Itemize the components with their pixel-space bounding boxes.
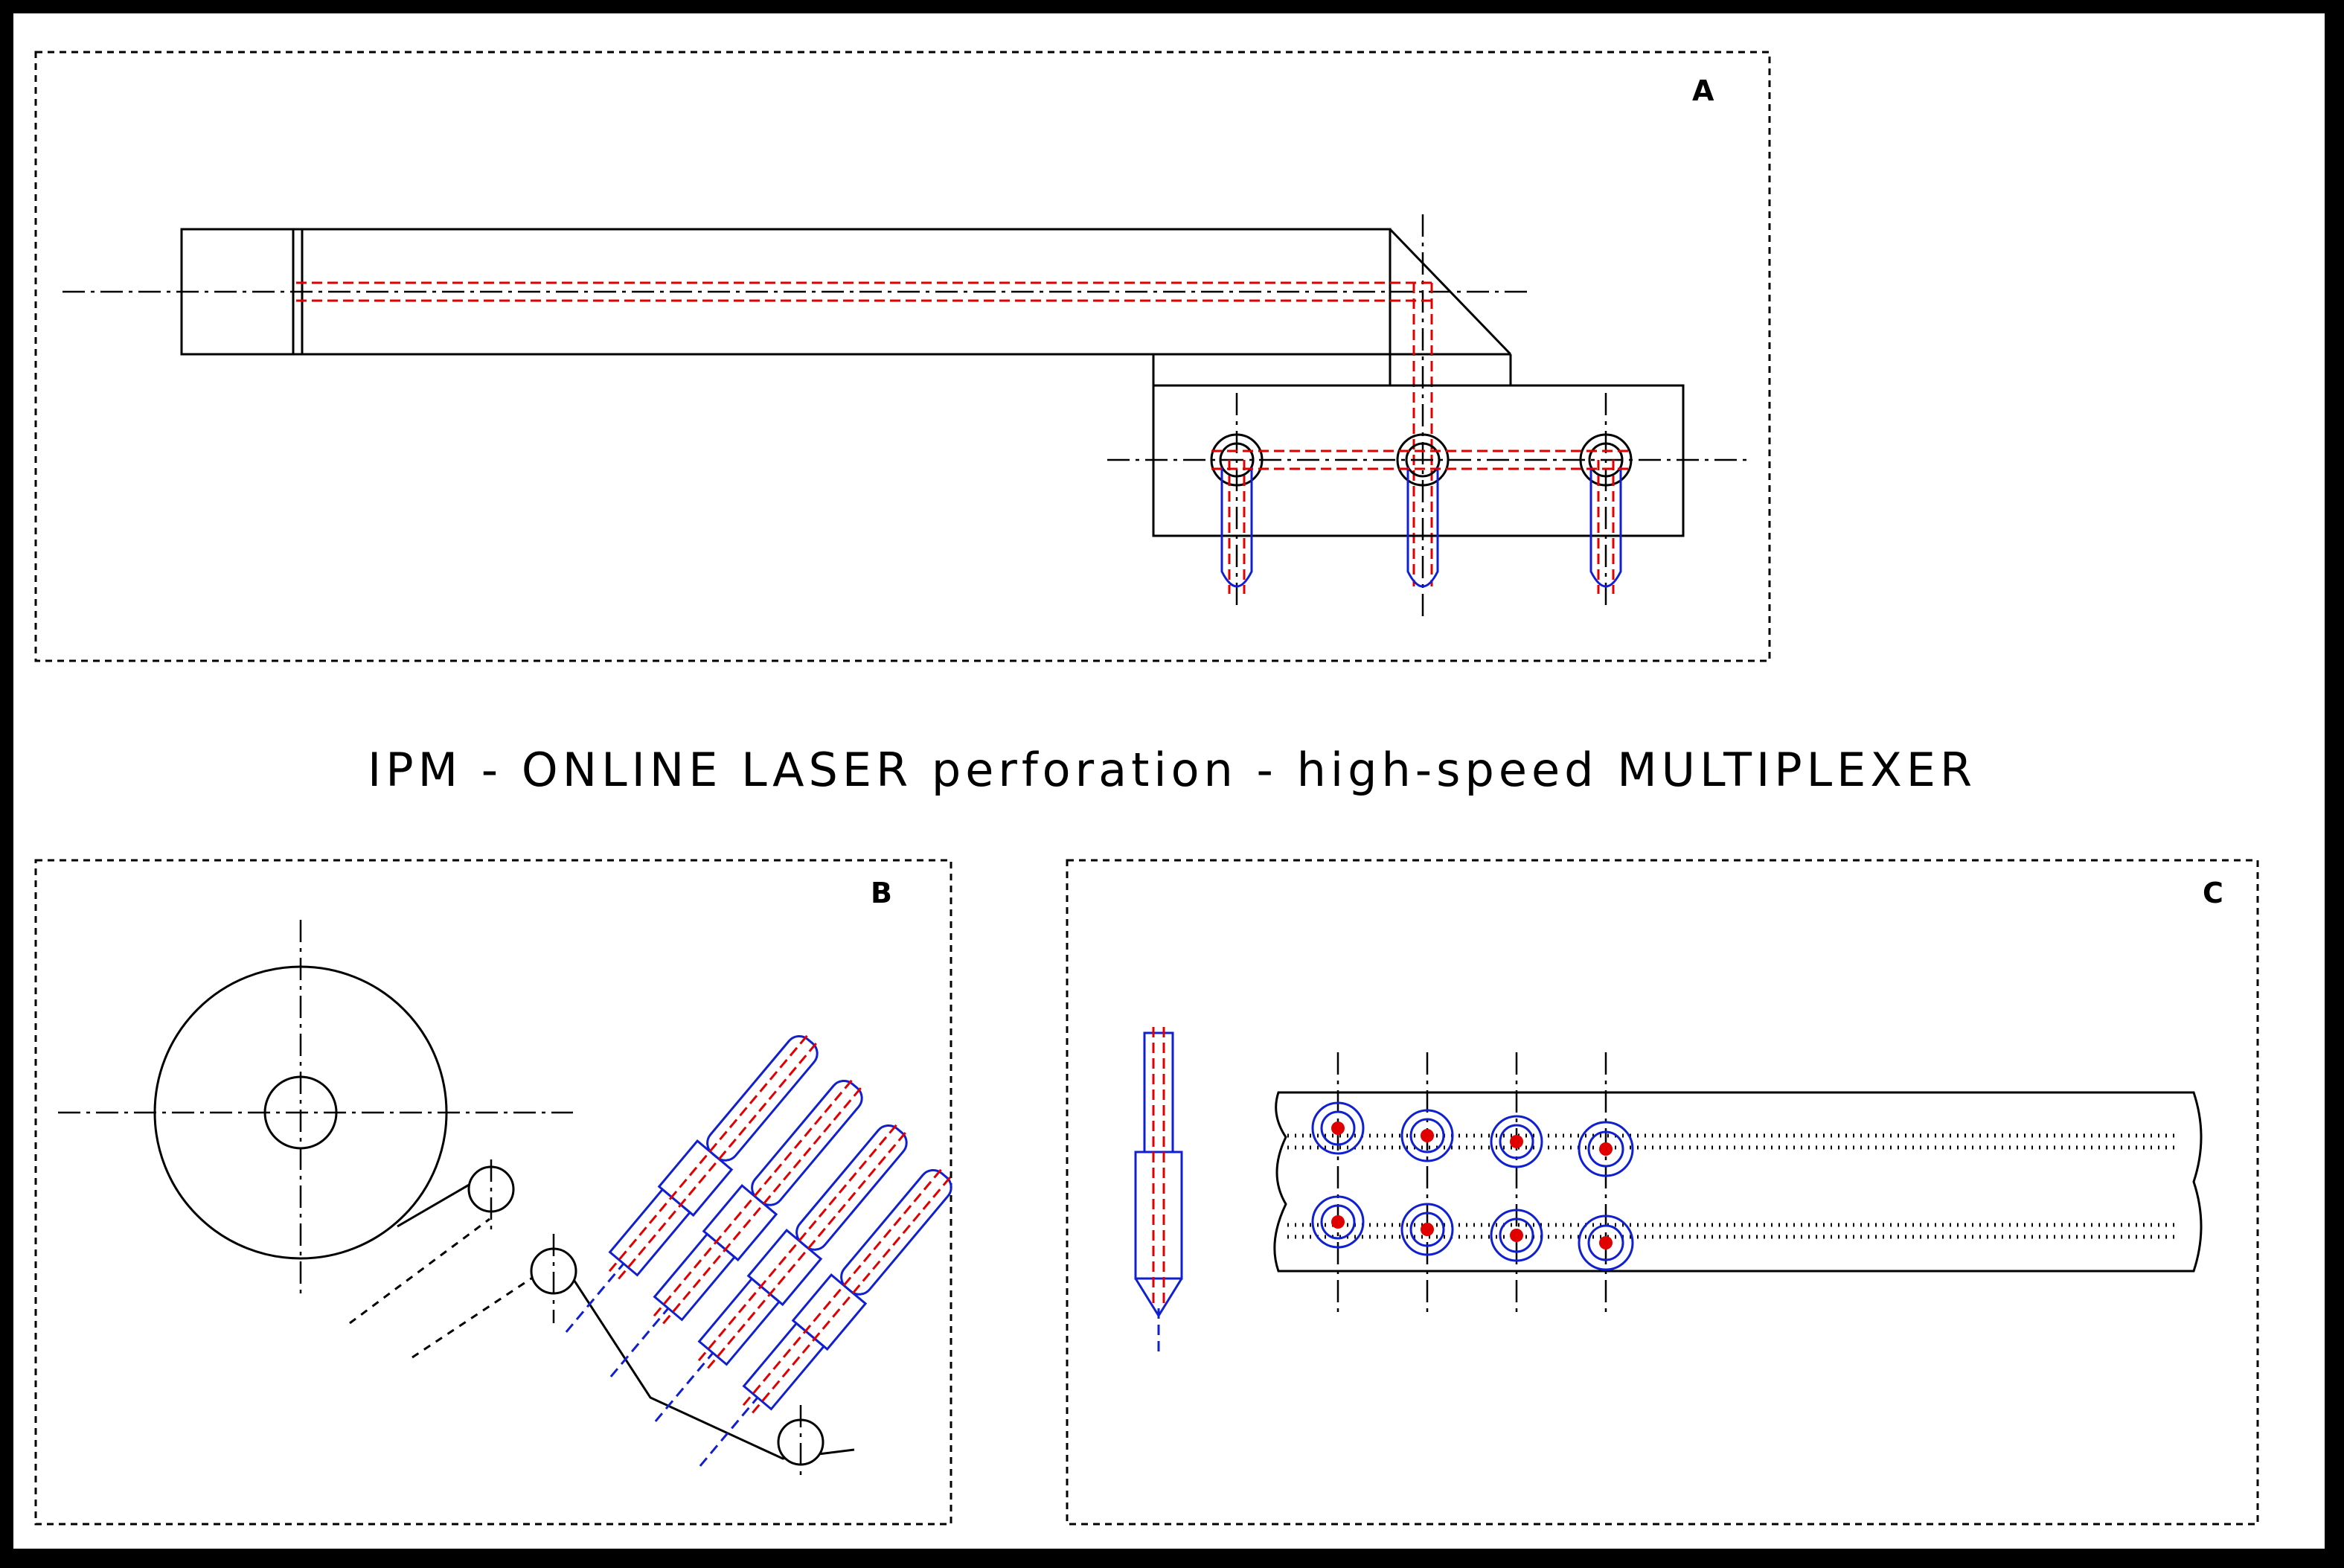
panel-c bbox=[1066, 859, 2259, 1526]
paper-reel bbox=[58, 920, 573, 1293]
panel-a-label: A bbox=[1692, 74, 1714, 107]
output-head-2 bbox=[1396, 433, 1450, 588]
laser-heads-b bbox=[565, 1031, 955, 1467]
panel-c-label: C bbox=[2203, 877, 2223, 909]
perforated-web bbox=[1273, 1091, 2203, 1273]
panel-a bbox=[34, 51, 1771, 662]
page-title: IPM - ONLINE LASER perforation - high-sp… bbox=[367, 743, 1977, 797]
panel-b-label: B bbox=[871, 877, 892, 909]
panel-c-frame bbox=[1066, 859, 2259, 1526]
drawing-sheet: A B C IPM - ONLINE LASER perforation - h… bbox=[13, 13, 2325, 1549]
output-head-1 bbox=[1210, 393, 1264, 609]
panel-b bbox=[34, 859, 955, 1526]
beam-tube bbox=[180, 228, 1512, 385]
output-head-3 bbox=[1579, 393, 1633, 609]
panel-a-frame bbox=[34, 51, 1771, 662]
laser-head-b4 bbox=[699, 1165, 955, 1467]
technical-drawing bbox=[34, 51, 2259, 1526]
panel-b-frame bbox=[34, 859, 952, 1526]
laser-head-side-view bbox=[1134, 1027, 1183, 1353]
perforation-heads-c bbox=[1311, 1052, 1634, 1316]
output-heads-a bbox=[1210, 393, 1633, 609]
guide-rollers bbox=[467, 1159, 824, 1479]
laser-beam-path-a bbox=[296, 281, 1433, 586]
paper-web bbox=[349, 1171, 855, 1460]
